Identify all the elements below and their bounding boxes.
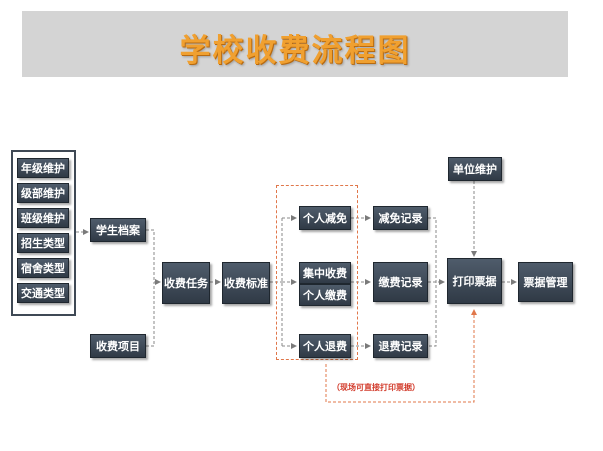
title-band: 学校收费流程图 — [22, 11, 568, 77]
node-stack-payment: 集中收费 个人缴费 — [299, 262, 351, 306]
node-dorm-type[interactable]: 宿舍类型 — [17, 258, 69, 278]
page-title: 学校收费流程图 — [179, 33, 411, 69]
node-personal-refund[interactable]: 个人退费 — [299, 334, 351, 358]
node-invoice-manage[interactable]: 票据管理 — [518, 262, 573, 302]
direct-print-note: （现场可直接打印票据） — [332, 383, 420, 392]
node-personal-reduce[interactable]: 个人减免 — [299, 206, 351, 230]
node-reduce-record[interactable]: 减免记录 — [373, 206, 428, 230]
node-refund-record[interactable]: 退费记录 — [373, 334, 428, 358]
node-group-fee[interactable]: 集中收费 — [299, 262, 351, 284]
node-print-invoice[interactable]: 打印票据 — [447, 258, 502, 304]
connector-student-to-task — [146, 229, 161, 285]
connector-direct-print — [325, 309, 477, 403]
connector-item-to-task — [146, 282, 155, 347]
node-fee-task[interactable]: 收费任务 — [162, 262, 210, 304]
node-class[interactable]: 班级维护 — [17, 208, 69, 228]
node-fee-item[interactable]: 收费项目 — [90, 334, 146, 358]
node-enroll-type[interactable]: 招生类型 — [17, 233, 69, 253]
fee-actions-dashed-box — [276, 185, 358, 360]
node-personal-fee[interactable]: 个人缴费 — [299, 284, 351, 306]
node-division[interactable]: 级部维护 — [17, 183, 69, 203]
node-transport-type[interactable]: 交通类型 — [17, 283, 69, 303]
node-grade[interactable]: 年级维护 — [17, 158, 69, 178]
node-pay-record[interactable]: 缴费记录 — [373, 262, 428, 302]
node-student-file[interactable]: 学生档案 — [90, 218, 146, 242]
node-unit-maintain[interactable]: 单位维护 — [448, 157, 502, 181]
node-fee-standard[interactable]: 收费标准 — [222, 262, 270, 304]
